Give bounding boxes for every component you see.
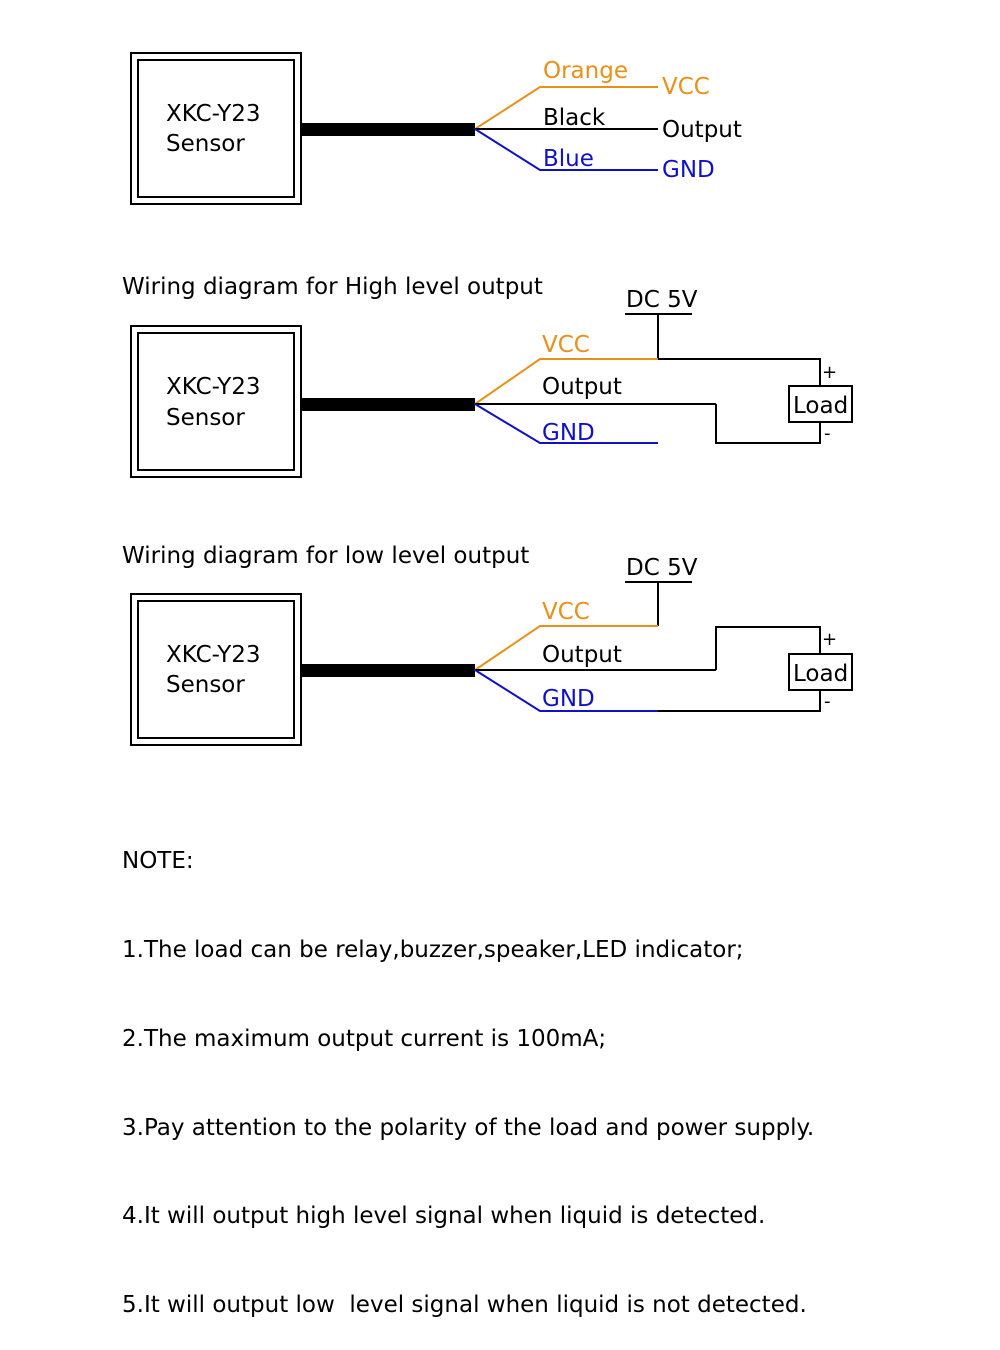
sensor-box-outer: [130, 593, 302, 746]
note-item-2: 2.The maximum output current is 100mA;: [122, 1025, 607, 1052]
sensor-box-inner: [137, 600, 295, 739]
sensor-cable: [301, 664, 475, 677]
gnd-wire: [474, 669, 658, 712]
vcc-pin-label: VCC: [662, 74, 710, 100]
blue-wire-label: Blue: [543, 146, 594, 172]
load-minus-sign: -: [824, 691, 831, 712]
low-level-caption: Wiring diagram for low level output: [122, 543, 529, 569]
gnd-wire-label: GND: [542, 686, 595, 712]
supply-label: DC 5V: [626, 287, 698, 313]
sensor-cable: [301, 123, 475, 136]
orange-wire-label: Orange: [543, 58, 628, 84]
load-positive-wire: [658, 358, 821, 386]
sensor-box-inner: [137, 332, 295, 471]
diagram-high-level-output: Wiring diagram for High level output XKC…: [122, 274, 853, 478]
vcc-wire-label: VCC: [542, 599, 590, 625]
sensor-box-inner: [137, 59, 295, 198]
load-plus-sign: +: [822, 629, 837, 650]
note-item-3: 3.Pay attention to the polarity of the l…: [122, 1114, 815, 1141]
diagram-low-level-output: Wiring diagram for low level output XKC-…: [122, 543, 853, 746]
sensor-model-label: XKC-Y23: [166, 374, 261, 400]
vcc-wire: [474, 625, 658, 671]
load-box: [788, 653, 853, 691]
output-wire-label: Output: [542, 642, 622, 668]
vcc-wire: [474, 358, 658, 405]
output-pin-label: Output: [662, 117, 742, 143]
sensor-box: XKC-Y23 Sensor: [130, 593, 302, 746]
sensor-box-outer: [130, 52, 302, 205]
high-level-caption: Wiring diagram for High level output: [122, 274, 543, 300]
gnd-wire: [474, 403, 658, 444]
vcc-wire-label: VCC: [542, 332, 590, 358]
notes-title: NOTE:: [122, 848, 194, 875]
black-wire-label: Black: [543, 105, 606, 131]
note-item-4: 4.It will output high level signal when …: [122, 1203, 766, 1230]
load-negative-wire: [658, 690, 821, 712]
gnd-pin-label: GND: [662, 157, 715, 183]
load-label: Load: [793, 661, 848, 687]
load-minus-sign: -: [824, 423, 831, 444]
sensor-type-label: Sensor: [166, 131, 245, 157]
sensor-box-outer: [130, 325, 302, 478]
notes-section: NOTE: 1.The load can be relay,buzzer,spe…: [122, 788, 982, 1350]
load-label: Load: [793, 393, 848, 419]
sensor-cable: [301, 398, 475, 411]
sensor-box: XKC-Y23 Sensor: [130, 52, 302, 205]
sensor-type-label: Sensor: [166, 405, 245, 431]
load-box: [788, 385, 853, 423]
gnd-wire-label: GND: [542, 420, 595, 446]
note-item-5: 5.It will output low level signal when l…: [122, 1292, 807, 1319]
orange-wire: [474, 86, 658, 130]
sensor-model-label: XKC-Y23: [166, 101, 261, 127]
load-positive-wire: [715, 626, 821, 670]
sensor-box: XKC-Y23 Sensor: [130, 325, 302, 478]
supply-label: DC 5V: [626, 555, 698, 581]
wiring-diagrams: XKC-Y23 Sensor Orange Black Blue VCC Out…: [122, 52, 853, 746]
output-wire-label: Output: [542, 374, 622, 400]
blue-wire: [474, 128, 658, 171]
diagram-basic-wiring: XKC-Y23 Sensor Orange Black Blue VCC Out…: [130, 52, 742, 205]
note-item-1: 1.The load can be relay,buzzer,speaker,L…: [122, 936, 744, 963]
load-plus-sign: +: [822, 362, 837, 383]
sensor-type-label: Sensor: [166, 672, 245, 698]
sensor-model-label: XKC-Y23: [166, 642, 261, 668]
load-negative-wire: [715, 404, 821, 444]
